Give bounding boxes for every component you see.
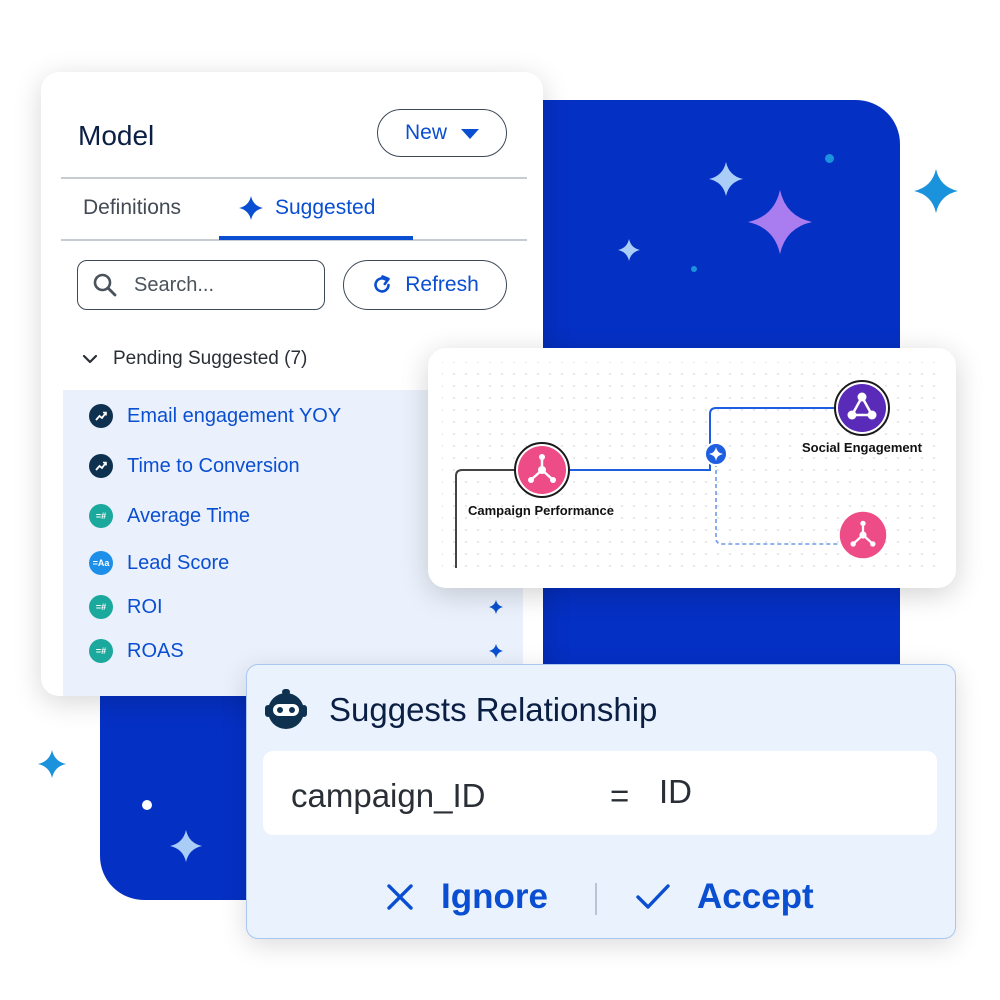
relationship-suggestion-card: Suggests Relationship campaign_ID = ID I… bbox=[246, 664, 956, 939]
sparkle-icon bbox=[489, 600, 503, 614]
card-title: Suggests Relationship bbox=[329, 691, 658, 728]
sparkle-icon bbox=[709, 162, 743, 196]
campaign-node-icon[interactable] bbox=[514, 442, 570, 498]
sparkle-icon bbox=[170, 830, 202, 862]
accept-button[interactable]: Accept bbox=[635, 877, 814, 917]
tab-suggested-label: Suggested bbox=[275, 196, 376, 219]
relationship-expression: campaign_ID = ID bbox=[263, 751, 937, 835]
list-item[interactable]: =# Average Time bbox=[89, 504, 250, 528]
sparkle-icon bbox=[489, 644, 503, 658]
action-divider bbox=[595, 883, 597, 915]
sparkle-icon bbox=[748, 190, 812, 254]
list-item[interactable]: Email engagement YOY bbox=[89, 404, 341, 428]
tab-definitions[interactable]: Definitions bbox=[83, 196, 182, 219]
suggested-connector-icon bbox=[704, 442, 728, 466]
list-item-label: Time to Conversion bbox=[127, 454, 300, 477]
node-label-campaign: Campaign Performance bbox=[468, 503, 614, 518]
trend-icon bbox=[89, 404, 113, 428]
refresh-label: Refresh bbox=[405, 273, 479, 296]
sparkle-icon bbox=[618, 239, 640, 261]
list-item-label: Average Time bbox=[127, 504, 251, 527]
operator: = bbox=[610, 777, 630, 814]
sparkle-icon bbox=[914, 169, 958, 213]
social-node-icon[interactable] bbox=[834, 380, 890, 436]
pending-group-toggle[interactable]: Pending Suggested (7) bbox=[81, 348, 307, 370]
list-item[interactable]: Time to Conversion bbox=[89, 454, 300, 478]
divider bbox=[61, 177, 527, 179]
trend-icon bbox=[89, 454, 113, 478]
caret-down-icon bbox=[461, 129, 479, 139]
list-item[interactable]: =# ROAS bbox=[89, 639, 184, 663]
source-field: campaign_ID bbox=[291, 777, 486, 814]
relationship-diagram: Campaign Performance Social Engagement bbox=[428, 348, 956, 588]
close-icon bbox=[387, 884, 413, 910]
list-item[interactable]: =# ROI bbox=[89, 595, 163, 619]
check-icon bbox=[636, 884, 670, 909]
number-icon: =# bbox=[89, 595, 113, 619]
tab-suggested[interactable]: Suggested bbox=[239, 196, 375, 220]
search-icon bbox=[93, 273, 117, 297]
list-item[interactable]: =Aa Lead Score bbox=[89, 551, 229, 575]
search-box[interactable] bbox=[77, 260, 325, 310]
list-item-label: ROAS bbox=[127, 639, 184, 662]
active-tab-indicator bbox=[219, 236, 413, 240]
decor-dot bbox=[142, 800, 152, 810]
panel-title: Model bbox=[78, 120, 155, 151]
text-icon: =Aa bbox=[89, 551, 113, 575]
new-button[interactable]: New bbox=[377, 109, 507, 157]
sparkle-icon bbox=[239, 196, 263, 220]
new-button-label: New bbox=[404, 121, 447, 144]
target-field: ID bbox=[659, 773, 692, 810]
list-item-label: Lead Score bbox=[127, 551, 230, 574]
ignore-button[interactable]: Ignore bbox=[385, 877, 548, 917]
robot-assistant-icon bbox=[265, 689, 307, 729]
refresh-icon bbox=[374, 275, 391, 293]
group-label: Pending Suggested (7) bbox=[113, 348, 308, 369]
chevron-down-icon bbox=[82, 354, 98, 364]
ignore-label: Ignore bbox=[441, 877, 548, 916]
pending-node-icon[interactable] bbox=[838, 510, 888, 560]
sparkle-icon bbox=[38, 750, 66, 778]
refresh-button[interactable]: Refresh bbox=[343, 260, 507, 310]
list-item-label: Email engagement YOY bbox=[127, 404, 342, 427]
decor-dot bbox=[825, 154, 834, 163]
list-item-label: ROI bbox=[127, 595, 163, 618]
number-icon: =# bbox=[89, 639, 113, 663]
number-icon: =# bbox=[89, 504, 113, 528]
search-input[interactable] bbox=[132, 272, 306, 298]
decor-dot bbox=[691, 266, 697, 272]
node-label-social: Social Engagement bbox=[802, 440, 922, 455]
accept-label: Accept bbox=[697, 877, 814, 916]
